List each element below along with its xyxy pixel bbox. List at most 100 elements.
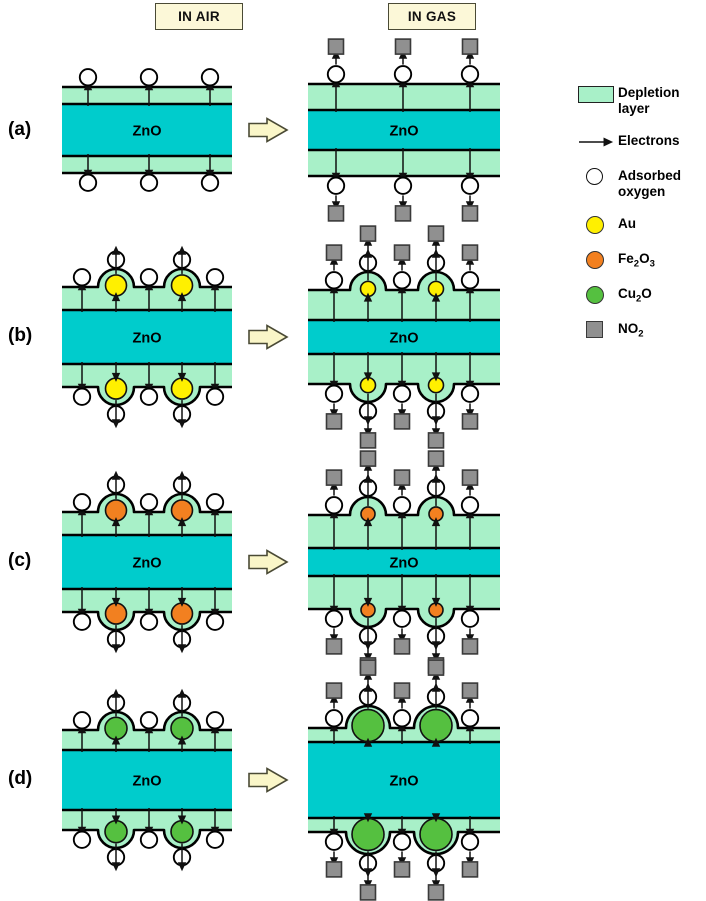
zno-label: ZnO	[133, 124, 162, 140]
legend-item-depletion-layer: Depletion layer	[578, 84, 706, 117]
legend: Depletion layer Electrons Adsorbed oxyge…	[578, 84, 706, 355]
adsorbed-oxygen-circle	[460, 609, 480, 628]
depletion-layer-bottom	[62, 810, 232, 830]
adsorbed-oxygen-circle	[139, 387, 159, 406]
adsorbed-oxygen-circle	[139, 68, 159, 87]
no2-square-icon	[578, 320, 618, 340]
adsorbed-oxygen-circle	[78, 173, 98, 192]
nanoparticle	[170, 602, 194, 625]
header-in-air-label: IN AIR	[178, 9, 220, 24]
depletion-layer-bottom	[62, 156, 232, 173]
zno-core	[308, 110, 500, 150]
adsorbed-oxygen-circle	[324, 271, 344, 290]
adsorbed-oxygen-circle	[324, 496, 344, 515]
no2-square	[461, 861, 479, 878]
adsorbed-oxygen-circle	[139, 612, 159, 631]
adsorbed-oxygen-circle	[393, 176, 413, 195]
legend-item-cu2o: Cu2O	[578, 285, 706, 305]
zno-core	[62, 535, 232, 589]
zno-label: ZnO	[390, 774, 419, 790]
nanoparticle	[170, 819, 194, 844]
adsorbed-oxygen-circle	[392, 832, 412, 851]
depletion-layer-top	[308, 728, 500, 742]
adsorbed-oxygen-circle	[460, 384, 480, 403]
zno-core	[308, 742, 500, 818]
adsorbed-oxygen-circle	[139, 830, 159, 849]
electron-arrow-icon	[578, 132, 618, 152]
depletion-layer-top	[308, 84, 500, 110]
depletion-dome-bottom	[418, 609, 454, 627]
nanoparticle	[104, 274, 128, 297]
adsorbed-oxygen-circle	[72, 830, 92, 849]
panel-label-c: (c)	[8, 550, 32, 571]
zno-core	[62, 104, 232, 156]
adsorbed-oxygen-circle	[139, 493, 159, 512]
transition-arrow	[248, 117, 289, 143]
adsorbed-oxygen-circle	[460, 709, 480, 728]
header-in-gas: IN GAS	[388, 3, 476, 30]
no2-square	[359, 432, 377, 449]
legend-label-au: Au	[618, 215, 636, 231]
no2-square	[461, 413, 479, 430]
nanoparticle	[104, 377, 128, 400]
zno-label: ZnO	[390, 124, 419, 140]
depletion-layer-bottom	[62, 364, 232, 387]
adsorbed-oxygen-circle	[205, 493, 225, 512]
panel-label-b: (b)	[8, 325, 33, 346]
adsorbed-oxygen-circle	[393, 65, 413, 84]
no2-square	[359, 450, 377, 467]
adsorbed-oxygen-circle	[205, 711, 225, 730]
zno-core	[62, 750, 232, 810]
legend-label-oxygen-1: Adsorbed	[618, 167, 682, 183]
adsorbed-oxygen-circle	[460, 832, 480, 851]
legend-item-no2: NO2	[578, 320, 706, 340]
nanoparticle	[104, 716, 128, 741]
nanoparticle	[360, 506, 376, 522]
depletion-layer-top	[62, 87, 232, 104]
adsorbed-oxygen-circle	[324, 384, 344, 403]
transition-arrow	[248, 767, 289, 793]
adsorbed-oxygen-circle	[72, 612, 92, 631]
zno-label: ZnO	[390, 556, 419, 572]
no2-square	[325, 638, 343, 655]
no2-square	[327, 38, 345, 55]
no2-square	[461, 205, 479, 222]
no2-square	[359, 659, 377, 676]
legend-label-depletion-2: layer	[618, 100, 650, 116]
no2-square	[394, 38, 412, 55]
legend-label-no2: NO	[618, 320, 639, 336]
depletion-layer-top	[62, 512, 232, 535]
au-circle-icon	[578, 215, 618, 235]
header-in-gas-label: IN GAS	[407, 9, 457, 24]
transition-arrow	[248, 549, 289, 575]
depletion-layer-top	[308, 290, 500, 320]
adsorbed-oxygen-circle	[205, 612, 225, 631]
no2-square	[427, 884, 445, 901]
no2-square	[427, 450, 445, 467]
no2-square	[393, 638, 411, 655]
no2-square	[393, 469, 411, 486]
adsorbed-oxygen-circle	[460, 176, 480, 195]
nanoparticle	[428, 602, 444, 618]
depletion-dome-top	[350, 497, 386, 515]
no2-square	[427, 432, 445, 449]
no2-square	[327, 205, 345, 222]
nanoparticle	[419, 708, 453, 743]
nanoparticle	[428, 506, 444, 522]
panel-label-a: (a)	[8, 119, 32, 140]
nanoparticle	[359, 280, 377, 298]
depletion-layer-bottom	[308, 576, 500, 609]
nanoparticle	[427, 280, 445, 298]
no2-square	[461, 38, 479, 55]
no2-square	[359, 225, 377, 242]
zno-core	[62, 310, 232, 364]
nanoparticle	[170, 377, 194, 400]
zno-label: ZnO	[390, 331, 419, 347]
adsorbed-oxygen-circle	[392, 709, 412, 728]
adsorbed-oxygen-circle	[460, 271, 480, 290]
legend-label-depletion-1: Depletion	[618, 85, 680, 100]
no2-square	[461, 244, 479, 261]
depletion-layer-bottom	[62, 589, 232, 612]
panel-label-d: (d)	[8, 768, 33, 789]
